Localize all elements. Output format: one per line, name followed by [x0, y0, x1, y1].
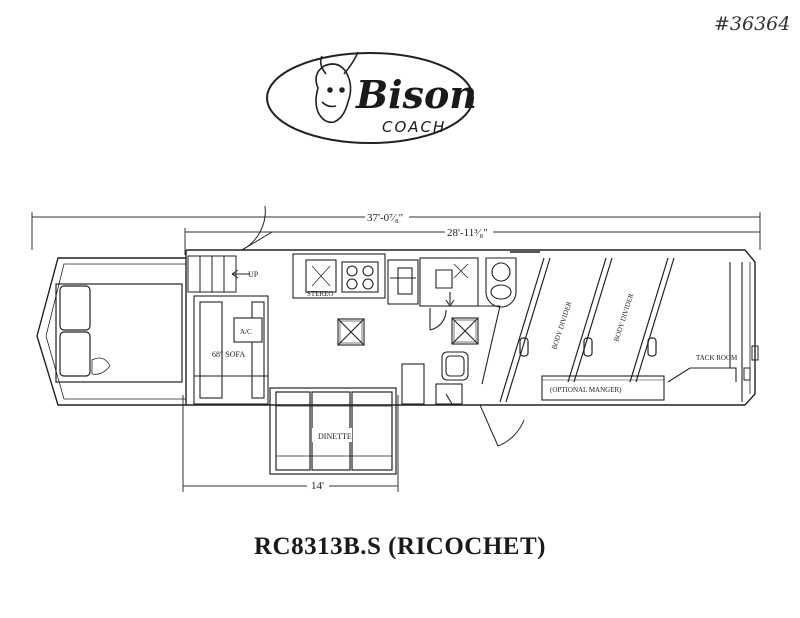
ceiling-vent-icon [451, 317, 479, 345]
bathroom-wall [429, 305, 501, 385]
bison-coach-logo: Bison COACH [266, 51, 477, 144]
sofa-label: 68" SOFA [212, 350, 245, 359]
ac-label: A/C [240, 328, 252, 336]
bison-head-icon [315, 51, 359, 124]
tack-room-label: TACK ROOM [696, 354, 738, 362]
stairs-up-label: UP [248, 270, 259, 279]
body-divider-label-2: BODY DIVIDER [612, 292, 635, 342]
kitchen-counter [292, 253, 386, 299]
overall-length-label: 37'-0⁷⁄₈" [367, 212, 403, 224]
stock-number: #36364 [714, 13, 790, 35]
bed [55, 283, 183, 383]
model-title: RC8313B.S (RICOCHET) [254, 533, 546, 560]
manger-label: (OPTIONAL MANGER) [550, 386, 622, 394]
entry-door [241, 205, 273, 251]
slideout-length-label: 14' [311, 480, 324, 492]
logo-sub: COACH [382, 118, 446, 136]
rear-door-hinges [743, 345, 759, 381]
dinette-label: DINETTE [318, 432, 352, 441]
optional-manger [541, 375, 665, 401]
body-divider-label-1: BODY DIVIDER [550, 300, 573, 350]
shower [419, 257, 479, 307]
dimension-labels: 37'-0⁷⁄₈" 28'-11³⁄₈" 14' [307, 208, 493, 492]
cabinet [401, 363, 463, 405]
lq-door [479, 404, 525, 447]
tack-room [667, 262, 743, 402]
living-quarters-length-label: 28'-11³⁄₈" [447, 227, 488, 239]
toilet [485, 257, 517, 308]
stereo-label: STEREO [307, 290, 333, 298]
horse-dividers [499, 257, 675, 403]
ceiling-vent-icon [337, 318, 365, 346]
recliner-chair [441, 351, 469, 381]
refrigerator [387, 259, 419, 305]
sofa [193, 295, 269, 405]
ac-unit: A/C [233, 317, 263, 343]
stairs [187, 255, 250, 293]
logo-brand: Bison [355, 72, 477, 117]
trailer-outline [36, 249, 756, 406]
